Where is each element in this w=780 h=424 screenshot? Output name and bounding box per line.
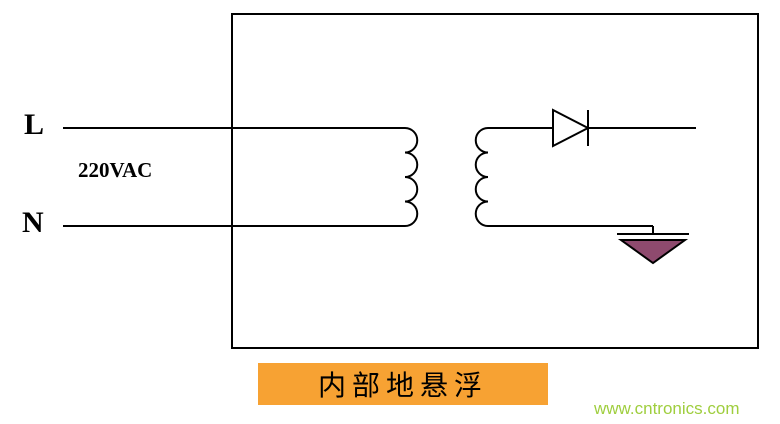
ground-icon [617, 233, 689, 265]
line-l-label: L [24, 108, 45, 141]
transformer-secondary-coil-icon [474, 127, 489, 227]
diode-icon [552, 108, 591, 148]
caption-banner: 内部地悬浮 [258, 363, 548, 405]
watermark-text: www.cntronics.com [594, 399, 740, 418]
voltage-label: 220VAC [78, 158, 153, 182]
diode-anode-triangle [552, 108, 591, 148]
line-n-label: N [22, 206, 44, 239]
transformer-primary-coil-icon [404, 127, 419, 227]
enclosure-box [231, 13, 759, 349]
ground-triangle [617, 239, 689, 265]
